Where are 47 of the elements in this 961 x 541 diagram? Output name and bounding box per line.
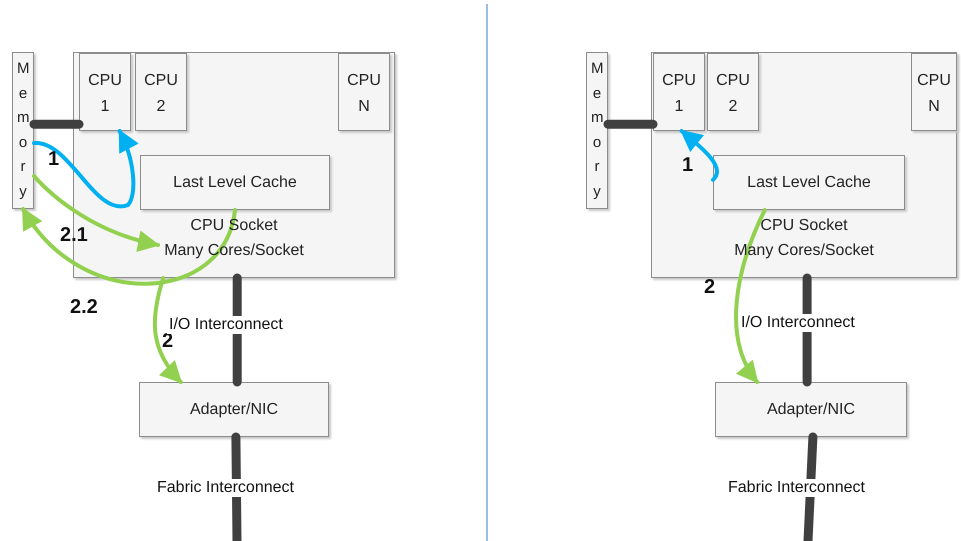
curved-arrow xyxy=(32,174,160,252)
cpu-core-box xyxy=(707,53,759,131)
memory-module-box xyxy=(586,52,608,209)
cpu-core-box xyxy=(79,53,131,131)
step-number: 2.2 xyxy=(70,296,98,319)
cpu-label: CPU 2 xyxy=(715,71,751,117)
memory-module-box xyxy=(12,52,34,209)
curved-arrow xyxy=(734,208,767,384)
step-number: 2 xyxy=(704,276,716,299)
adapter-label: Adapter/NIC xyxy=(766,400,856,420)
cache-label: Last Level Cache xyxy=(746,173,872,193)
curved-arrow xyxy=(21,207,237,286)
cpu-core-box xyxy=(135,53,187,131)
adapter-label: Adapter/NIC xyxy=(188,400,280,420)
bus-line xyxy=(804,432,818,541)
interconnect-label: Fabric Interconnect xyxy=(726,479,867,497)
cache-box xyxy=(713,155,905,210)
bus-line xyxy=(232,274,242,386)
interconnect-label: I/O Interconnect xyxy=(167,316,285,334)
bus-line xyxy=(231,432,242,541)
cpu-core-box xyxy=(653,53,705,131)
memory-label: Memory xyxy=(591,59,603,202)
curved-arrow xyxy=(680,129,719,182)
step-number: 1 xyxy=(682,154,694,177)
cpu-core-box xyxy=(911,53,957,131)
curved-arrow xyxy=(152,276,183,384)
memory-label: Memory xyxy=(17,59,29,202)
interconnect-label: I/O Interconnect xyxy=(739,314,857,332)
cpu-label: CPU N xyxy=(346,71,382,117)
cache-box xyxy=(140,155,330,210)
cpu-label: CPU 1 xyxy=(87,71,123,117)
cpu-socket-box xyxy=(651,52,957,278)
cpu-label: CPU N xyxy=(916,71,952,117)
bus-line xyxy=(802,274,812,386)
socket-label: CPU Socket xyxy=(759,216,849,236)
step-number: 1 xyxy=(48,148,60,171)
cpu-label: CPU 1 xyxy=(661,71,697,117)
network-adapter-box xyxy=(139,382,329,437)
cache-label: Last Level Cache xyxy=(172,173,298,193)
curved-arrow xyxy=(32,129,138,208)
cpu-label: CPU 2 xyxy=(143,71,179,117)
step-number: 2.1 xyxy=(60,224,88,247)
bus-line xyxy=(604,120,658,129)
cpu-core-box xyxy=(338,53,390,131)
network-adapter-box xyxy=(715,382,907,437)
interconnect-label: Fabric Interconnect xyxy=(155,479,296,497)
bus-line xyxy=(30,120,84,129)
